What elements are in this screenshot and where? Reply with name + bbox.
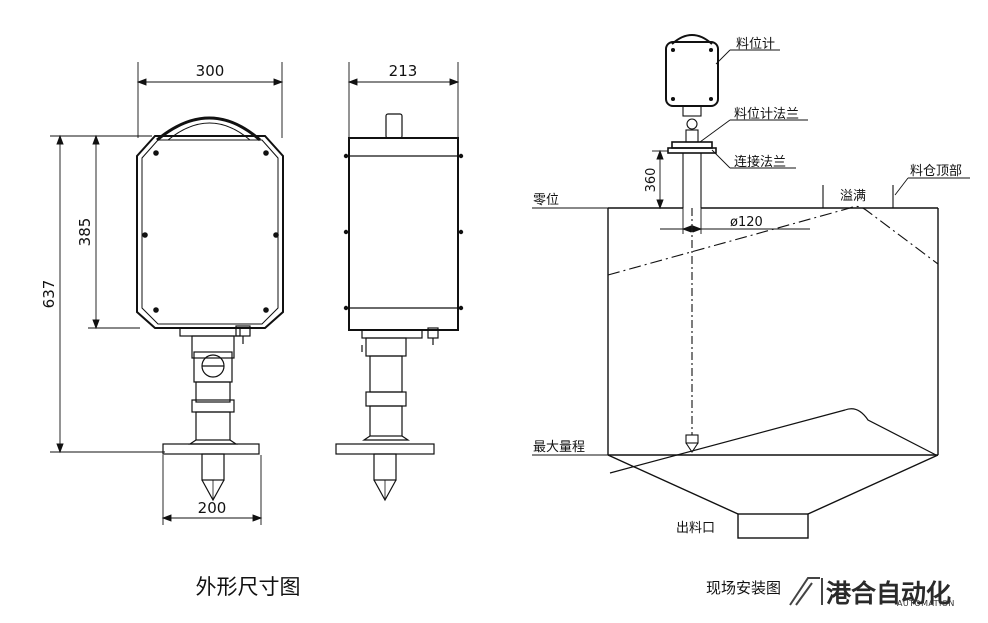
- label-connecting-flange: 连接法兰: [734, 154, 786, 170]
- label-max-range: 最大量程: [533, 440, 585, 455]
- label-gauge-flange: 料位计法兰: [734, 107, 799, 122]
- brand-logo: 港合自动化 AUTOMATION: [789, 577, 955, 608]
- installation-caption: 现场安装图: [706, 579, 781, 597]
- brand-name-cn: 港合自动化: [826, 579, 951, 608]
- label-diameter: ø120: [730, 215, 763, 230]
- dim-width-side: 213: [389, 62, 418, 80]
- dim-width-front: 300: [196, 62, 225, 80]
- side-dimensions: [347, 62, 460, 138]
- label-level-gauge: 料位计: [736, 37, 775, 52]
- front-dimensions: [50, 62, 284, 525]
- brand-name-en: AUTOMATION: [897, 599, 955, 608]
- outline-caption: 外形尺寸图: [196, 575, 301, 599]
- label-nozzle-height: 360: [644, 168, 659, 193]
- label-silo-top: 料仓顶部: [910, 164, 962, 179]
- side-view: [335, 113, 464, 502]
- front-view: [136, 116, 284, 502]
- dim-height-total: 637: [40, 280, 58, 309]
- label-zero-level: 零位: [533, 193, 559, 208]
- label-overflow: 溢满: [840, 189, 866, 204]
- label-discharge: 出料口: [676, 521, 715, 536]
- dim-flange-width: 200: [198, 499, 227, 517]
- installation-dimensions: [532, 49, 970, 234]
- brand-mark-icon: [789, 577, 823, 606]
- dim-height-housing: 385: [76, 218, 94, 247]
- installation-view: [532, 34, 939, 539]
